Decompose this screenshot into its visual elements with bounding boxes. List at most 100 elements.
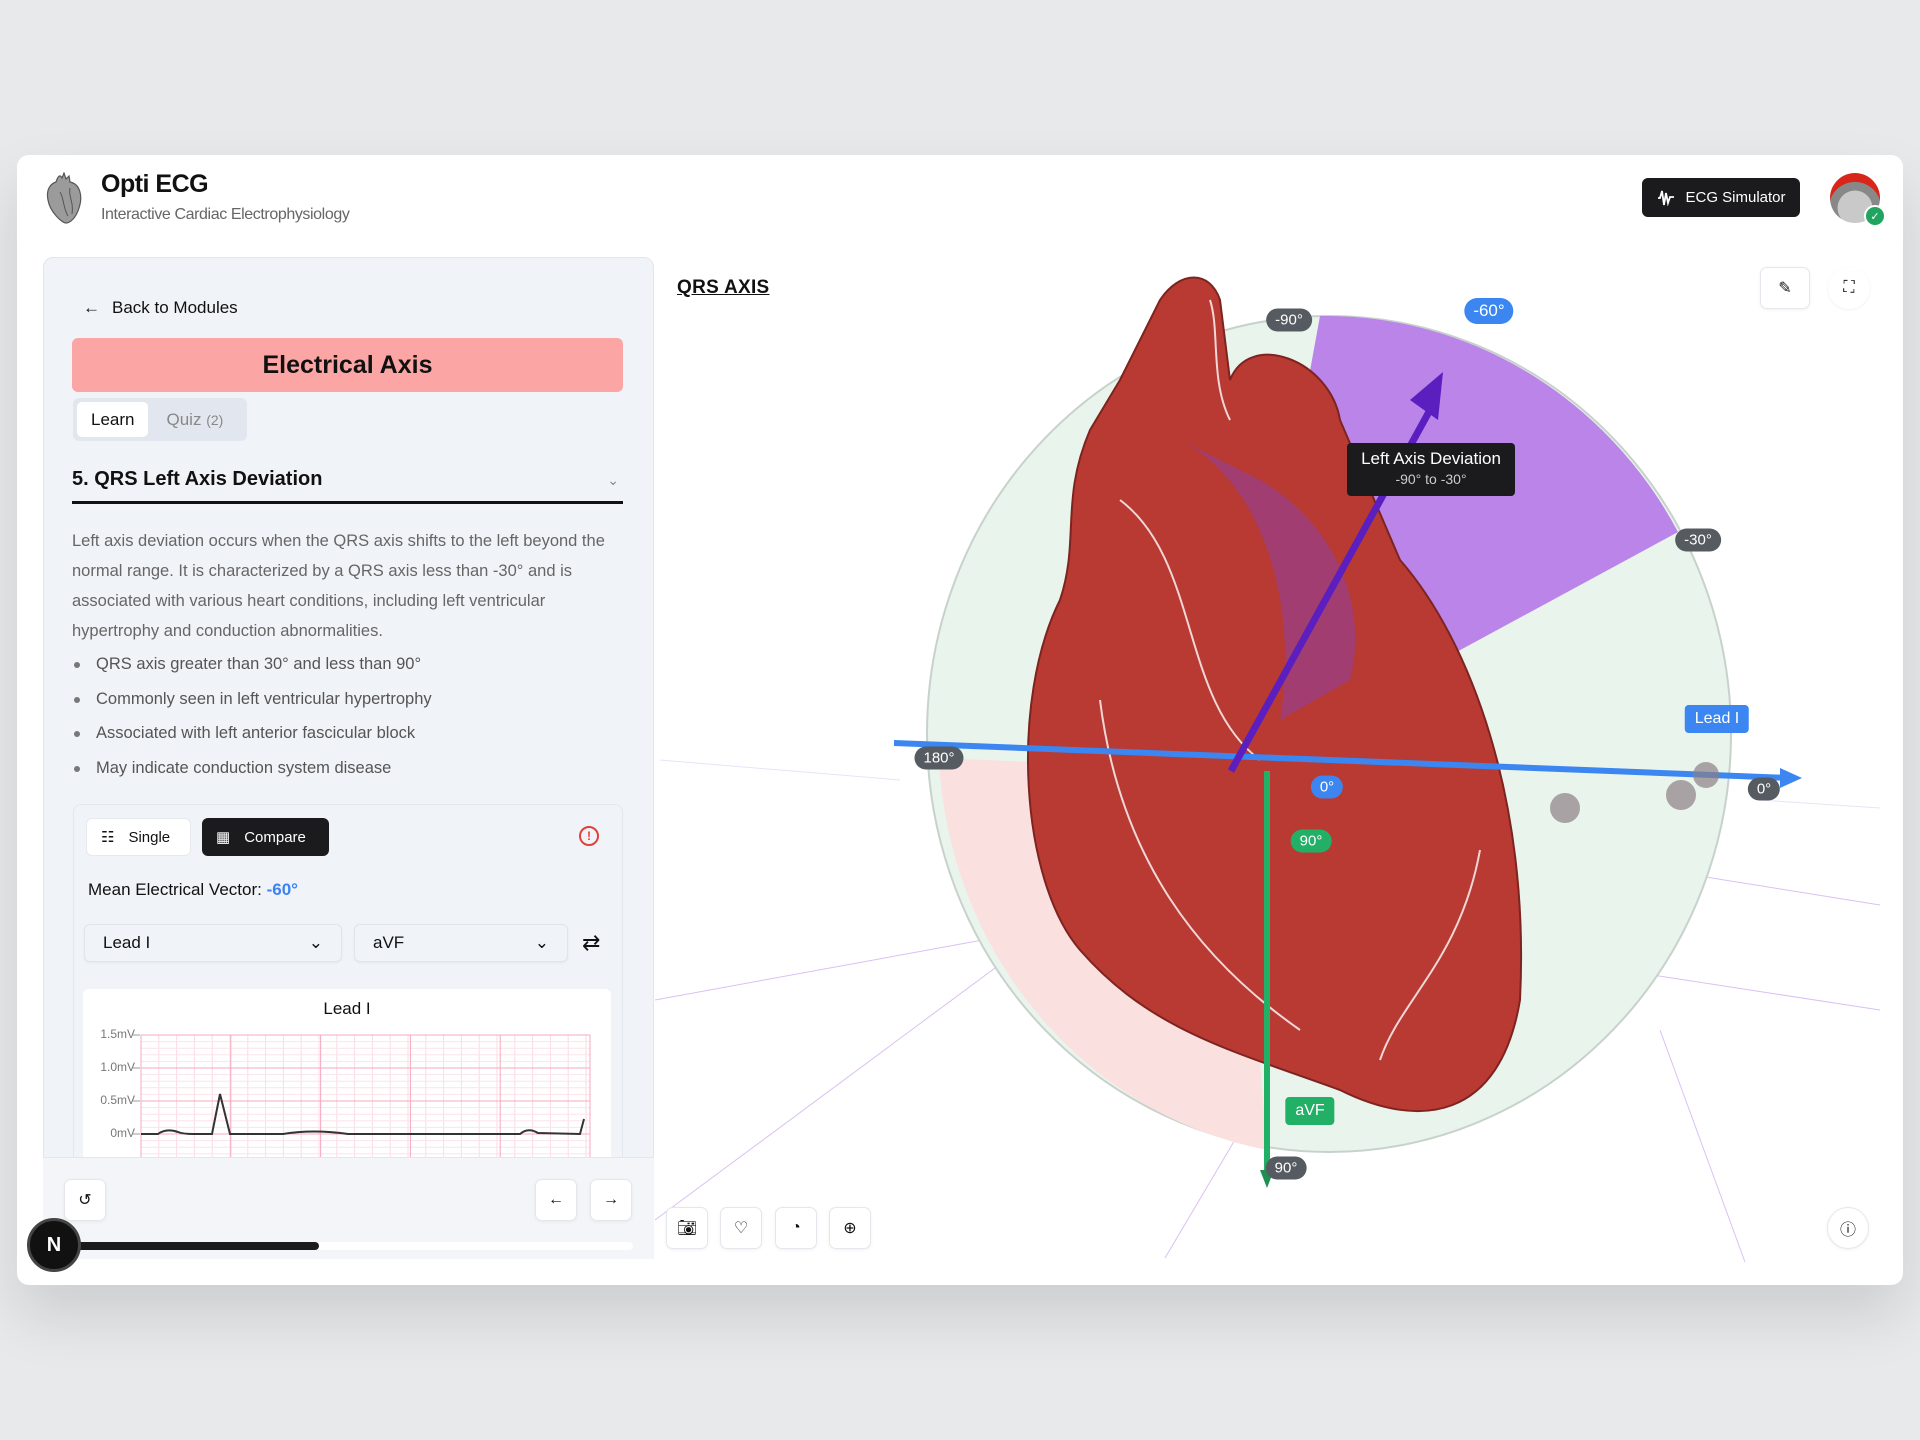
lead-select-2-value: aVF [373,933,405,952]
axis-tooltip: Left Axis Deviation -90° to -30° [1347,443,1515,496]
lead-i-arrowhead [1780,768,1802,788]
tab-bar: Learn Quiz (2) [73,398,247,441]
label-ninety-center: 90° [1290,829,1332,853]
back-label: Back to Modules [112,298,238,317]
waveform-icon [1658,190,1675,206]
arrow-right-icon: → [603,1191,619,1208]
lead-i-axis [893,740,1791,781]
ecg-chart-title: Lead I [323,999,371,1018]
fullscreen-icon: ⛶ [1843,279,1855,296]
swap-icon[interactable]: ⇄ [582,930,601,955]
pencil-icon: ✎ [1778,280,1792,297]
camera-icon: 📷︎ [676,1220,698,1237]
fullscreen-button[interactable]: ⛶ [1828,267,1870,309]
module-title: Electrical Axis [72,338,623,392]
gauge-icon: ◔ [791,1219,801,1236]
electrode-marker [1550,793,1580,823]
y-tick: 0.5mV [100,1093,135,1107]
mean-electrical-vector: Mean Electrical Vector: -60° [88,880,298,900]
heart-chamber [1180,440,1356,720]
grid-icon: ▦ [216,829,231,846]
grid-line [659,759,901,781]
speed-button[interactable]: ◔ [775,1207,817,1249]
quiz-count: (2) [206,411,224,428]
ecg-chart: Lead I 1.5mV 1.0mV 0.5mV 0mV [83,989,611,1169]
app-subtitle: Interactive Cardiac Electrophysiology [101,206,350,223]
ecg-simulator-button[interactable]: ECG Simulator [1642,178,1800,217]
bullet-item: Commonly seen in left ventricular hypert… [72,690,432,709]
ecg-simulator-label: ECG Simulator [1685,189,1786,206]
lead-select-2[interactable]: aVF ⌄ [354,924,568,962]
y-tick: 1.0mV [100,1060,135,1074]
label-zero-right: 0° [1747,777,1781,801]
app-title: Opti ECG [101,170,209,198]
back-to-modules-link[interactable]: ← Back to Modules [83,298,238,318]
favorite-button[interactable]: ♡ [720,1207,762,1249]
arrow-left-icon: ← [83,298,100,317]
tooltip-range: -90° to -30° [1395,471,1467,487]
info-icon: ⓘ [1839,1222,1856,1239]
info-button[interactable]: ⓘ [1827,1207,1869,1249]
heart-icon: ♡ [733,1220,749,1237]
mean-vector-arrowhead [1410,372,1443,420]
shield-check-icon: ✓ [1864,205,1886,227]
bullet-text: Associated with left anterior fascicular… [96,724,416,742]
lead-select-1[interactable]: Lead I ⌄ [84,924,342,962]
heart-logo-icon [46,172,82,224]
label-minus-60: -60° [1464,298,1514,324]
alert-icon[interactable]: ! [579,826,599,846]
electrode-marker [1666,780,1696,810]
tooltip-title: Left Axis Deviation [1361,449,1501,468]
chevron-down-icon: ⌄ [308,933,323,952]
mean-vector-value: -60° [266,880,298,899]
compare-view-button[interactable]: ▦ Compare [202,818,329,856]
add-button[interactable]: ⊕ [829,1207,871,1249]
label-avf: aVF [1285,1097,1335,1125]
tab-quiz[interactable]: Quiz (2) [152,402,237,437]
coronary-vessels [1099,299,1481,1061]
progress-bar[interactable] [73,1242,633,1250]
ecg-trace [141,1093,585,1136]
compare-label: Compare [244,828,306,846]
bullet-text: May indicate conduction system disease [96,759,392,777]
single-label: Single [128,828,171,846]
reset-button[interactable]: ↺ [64,1179,106,1221]
single-view-button[interactable]: ☷ Single [86,818,191,856]
electrode-marker [1693,762,1719,788]
y-tick: 1.5mV [100,1027,135,1041]
screenshot-button[interactable]: 📷︎ [666,1207,708,1249]
grid-line [1759,799,1881,809]
chevron-down-icon: ⌄ [534,933,549,952]
label-lead-i: Lead I [1684,705,1750,733]
lead-select-1-value: Lead I [103,933,151,952]
grid-line [1659,1029,1746,1263]
edit-button[interactable]: ✎ [1760,267,1810,309]
ecg-plot [133,1034,591,1169]
previous-button[interactable]: ← [535,1179,577,1221]
grid-line [654,934,1011,1001]
plus-circle-icon: ⊕ [843,1220,857,1237]
bullet-item: May indicate conduction system disease [72,759,391,778]
section-accordion[interactable]: 5. QRS Left Axis Deviation⌄ [72,468,623,504]
label-minus-30: -30° [1675,528,1721,552]
bullet-item: QRS axis greater than 30° and less than … [72,655,421,674]
tab-learn[interactable]: Learn [77,402,149,437]
viewer-title: QRS AXIS [677,277,770,298]
list-icon: ☷ [101,829,115,846]
bullet-text: Commonly seen in left ventricular hypert… [96,690,432,708]
quiz-label: Quiz [166,409,202,429]
progress-fill [73,1242,320,1250]
arrow-left-icon: ← [548,1191,564,1208]
y-tick: 0mV [110,1126,135,1140]
chevron-down-icon: ⌄ [607,472,619,488]
label-minus-90: -90° [1266,308,1312,332]
section-description: Left axis deviation occurs when the QRS … [72,532,605,640]
mean-vector-label: Mean Electrical Vector: [88,880,262,899]
user-avatar[interactable]: ✓ [1830,173,1886,227]
ecg-y-ticks: 1.5mV 1.0mV 0.5mV 0mV [83,1027,135,1159]
rotate-ccw-icon: ↺ [78,1192,92,1209]
nav-badge[interactable]: N [27,1218,81,1272]
next-button[interactable]: → [590,1179,632,1221]
label-zero-center: 0° [1310,775,1344,799]
